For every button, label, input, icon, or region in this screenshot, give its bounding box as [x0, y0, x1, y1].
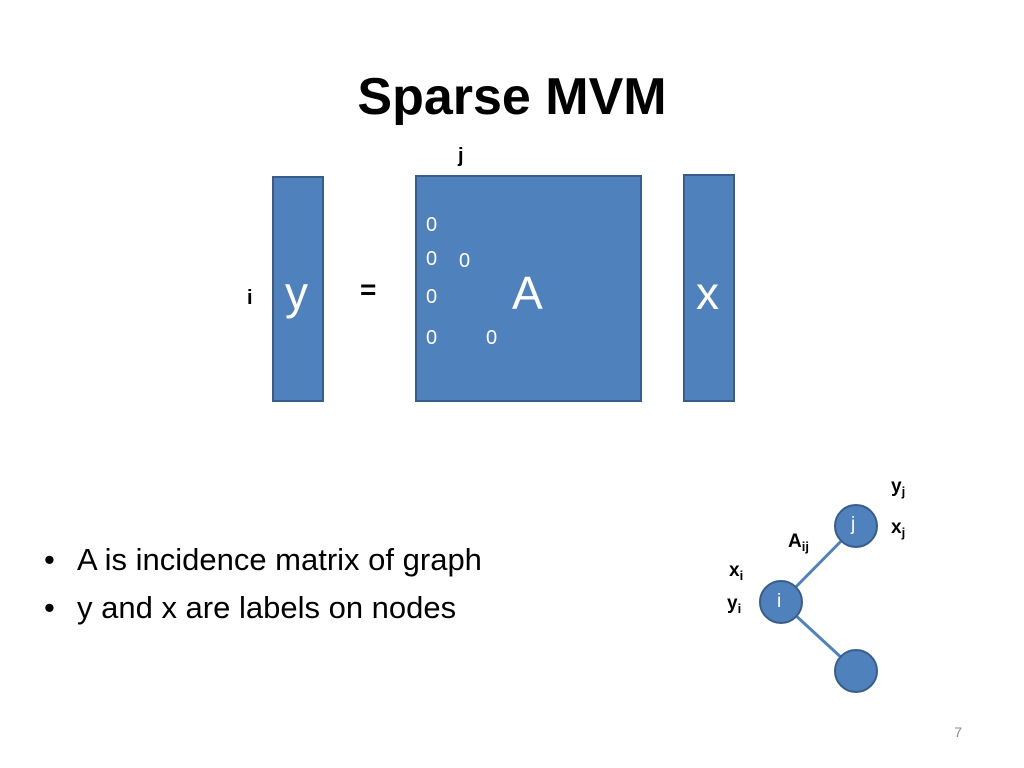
graph-label-yj-base: y — [891, 476, 902, 497]
matrix-zero-entry: 0 — [426, 286, 438, 308]
graph-label-yi-sub: i — [737, 601, 742, 616]
page-number: 7 — [954, 724, 962, 740]
graph-label-xj: xj — [891, 517, 906, 540]
bullet-item: A is incidence matrix of graph — [44, 536, 664, 584]
graph-label-xi-base: x — [729, 560, 740, 581]
matrix-zero-entry: 0 — [459, 250, 471, 272]
vector-x — [683, 174, 735, 402]
matrix-zero-entry: 0 — [426, 214, 438, 236]
vector-x-label: x — [696, 267, 719, 319]
graph-edge-label-base: A — [788, 531, 802, 552]
graph-edge-label: Aij — [788, 531, 809, 554]
column-index-label: j — [458, 145, 464, 167]
equals-sign: = — [360, 274, 377, 305]
graph-label-yj: yj — [891, 476, 906, 499]
matrix-a — [415, 175, 642, 402]
vector-y-label: y — [285, 267, 308, 319]
vector-y — [272, 176, 324, 402]
matrix-zero-entry: 0 — [486, 327, 498, 349]
graph-label-yi-base: y — [727, 593, 738, 614]
graph-node-other — [834, 649, 878, 693]
bullet-list: A is incidence matrix of graph y and x a… — [44, 536, 664, 632]
graph-label-xi: xi — [729, 560, 744, 583]
slide-title: Sparse MVM — [357, 68, 667, 126]
row-index-label: i — [247, 287, 253, 309]
matrix-zero-entry: 0 — [426, 248, 438, 270]
graph-label-xi-sub: i — [739, 568, 744, 583]
graph-node-j — [834, 504, 878, 548]
graph-node-i-label: i — [777, 591, 782, 612]
matrix-zero-entry: 0 — [426, 327, 438, 349]
graph-diagram — [759, 504, 878, 693]
bullet-item: y and x are labels on nodes — [44, 584, 664, 632]
graph-label-xj-base: x — [891, 517, 902, 538]
graph-edge-label-sub: ij — [801, 539, 809, 554]
matrix-a-label: A — [512, 267, 543, 319]
graph-label-yj-sub: j — [901, 484, 906, 499]
graph-node-j-label: j — [851, 514, 856, 535]
graph-label-xj-sub: j — [901, 525, 906, 540]
graph-label-yi: yi — [727, 593, 742, 616]
graph-node-i — [759, 580, 803, 624]
